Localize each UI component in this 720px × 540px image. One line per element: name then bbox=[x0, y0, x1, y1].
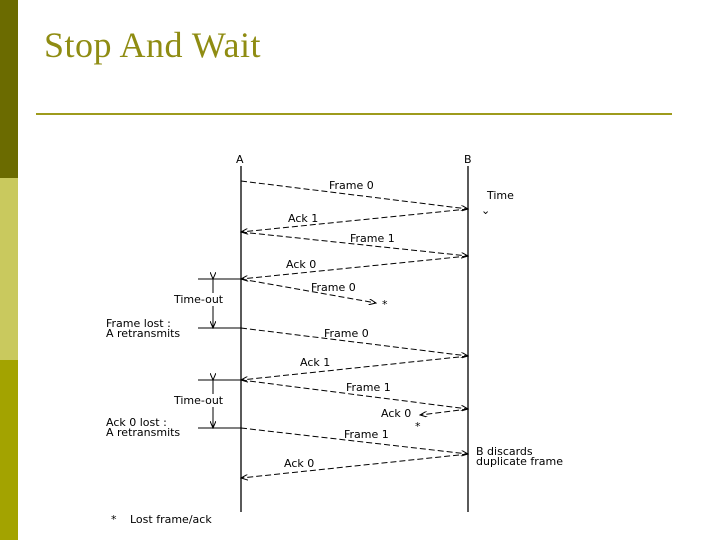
station-a-label: A bbox=[236, 153, 244, 166]
accent-bar-dark bbox=[0, 0, 18, 178]
timeout2-label: Time-out bbox=[173, 394, 224, 407]
msg-frame0-lost bbox=[240, 278, 376, 303]
title-divider bbox=[36, 113, 672, 115]
label-frame1-b: Frame 1 bbox=[346, 381, 391, 394]
msg-frame1-retx bbox=[240, 427, 468, 454]
accent-bar-mid bbox=[0, 360, 18, 540]
slide-title: Stop And Wait bbox=[44, 25, 261, 65]
label-frame0: Frame 0 bbox=[329, 179, 374, 192]
label-ack0-b: Ack 0 bbox=[284, 457, 314, 470]
label-frame0-lost: Frame 0 bbox=[311, 281, 356, 294]
b-discards-note-2: duplicate frame bbox=[476, 455, 563, 468]
timeout1-label: Time-out bbox=[173, 293, 224, 306]
ack-lost-note-2: A retransmits bbox=[106, 426, 180, 439]
time-arrow-icon: ⌄ bbox=[481, 204, 490, 217]
accent-bar-light bbox=[0, 178, 18, 360]
frame-lost-note-2: A retransmits bbox=[106, 327, 180, 340]
msg-frame0 bbox=[240, 180, 468, 209]
msg-frame0-retx bbox=[240, 327, 468, 356]
msg-ack0-b bbox=[241, 453, 469, 478]
msg-ack1 bbox=[241, 208, 469, 232]
timeout1-label-bg bbox=[172, 293, 240, 306]
label-frame1-retx: Frame 1 bbox=[344, 428, 389, 441]
msg-ack0 bbox=[241, 255, 469, 279]
legend-text: Lost frame/ack bbox=[130, 513, 212, 526]
label-frame1: Frame 1 bbox=[350, 232, 395, 245]
ack-lost-note-1: Ack 0 lost : bbox=[106, 416, 167, 429]
label-ack1: Ack 1 bbox=[288, 212, 318, 225]
legend-symbol: * bbox=[111, 513, 117, 526]
label-ack0: Ack 0 bbox=[286, 258, 316, 271]
label-ack0-lost: Ack 0 bbox=[381, 407, 411, 420]
frame-lost-note-1: Frame lost : bbox=[106, 317, 171, 330]
msg-ack0-lost bbox=[420, 408, 469, 415]
msg-frame1 bbox=[240, 231, 468, 256]
time-label: Time bbox=[486, 189, 514, 202]
label-frame0-retx: Frame 0 bbox=[324, 327, 369, 340]
label-ack1-b: Ack 1 bbox=[300, 356, 330, 369]
loss-marker-frame: * bbox=[382, 298, 388, 311]
station-b-label: B bbox=[464, 153, 472, 166]
msg-ack1-b bbox=[241, 355, 469, 380]
b-discards-note-1: B discards bbox=[476, 445, 533, 458]
loss-marker-ack: * bbox=[415, 420, 421, 433]
timeout2-label-bg bbox=[172, 394, 240, 407]
msg-frame1-b bbox=[240, 379, 468, 409]
